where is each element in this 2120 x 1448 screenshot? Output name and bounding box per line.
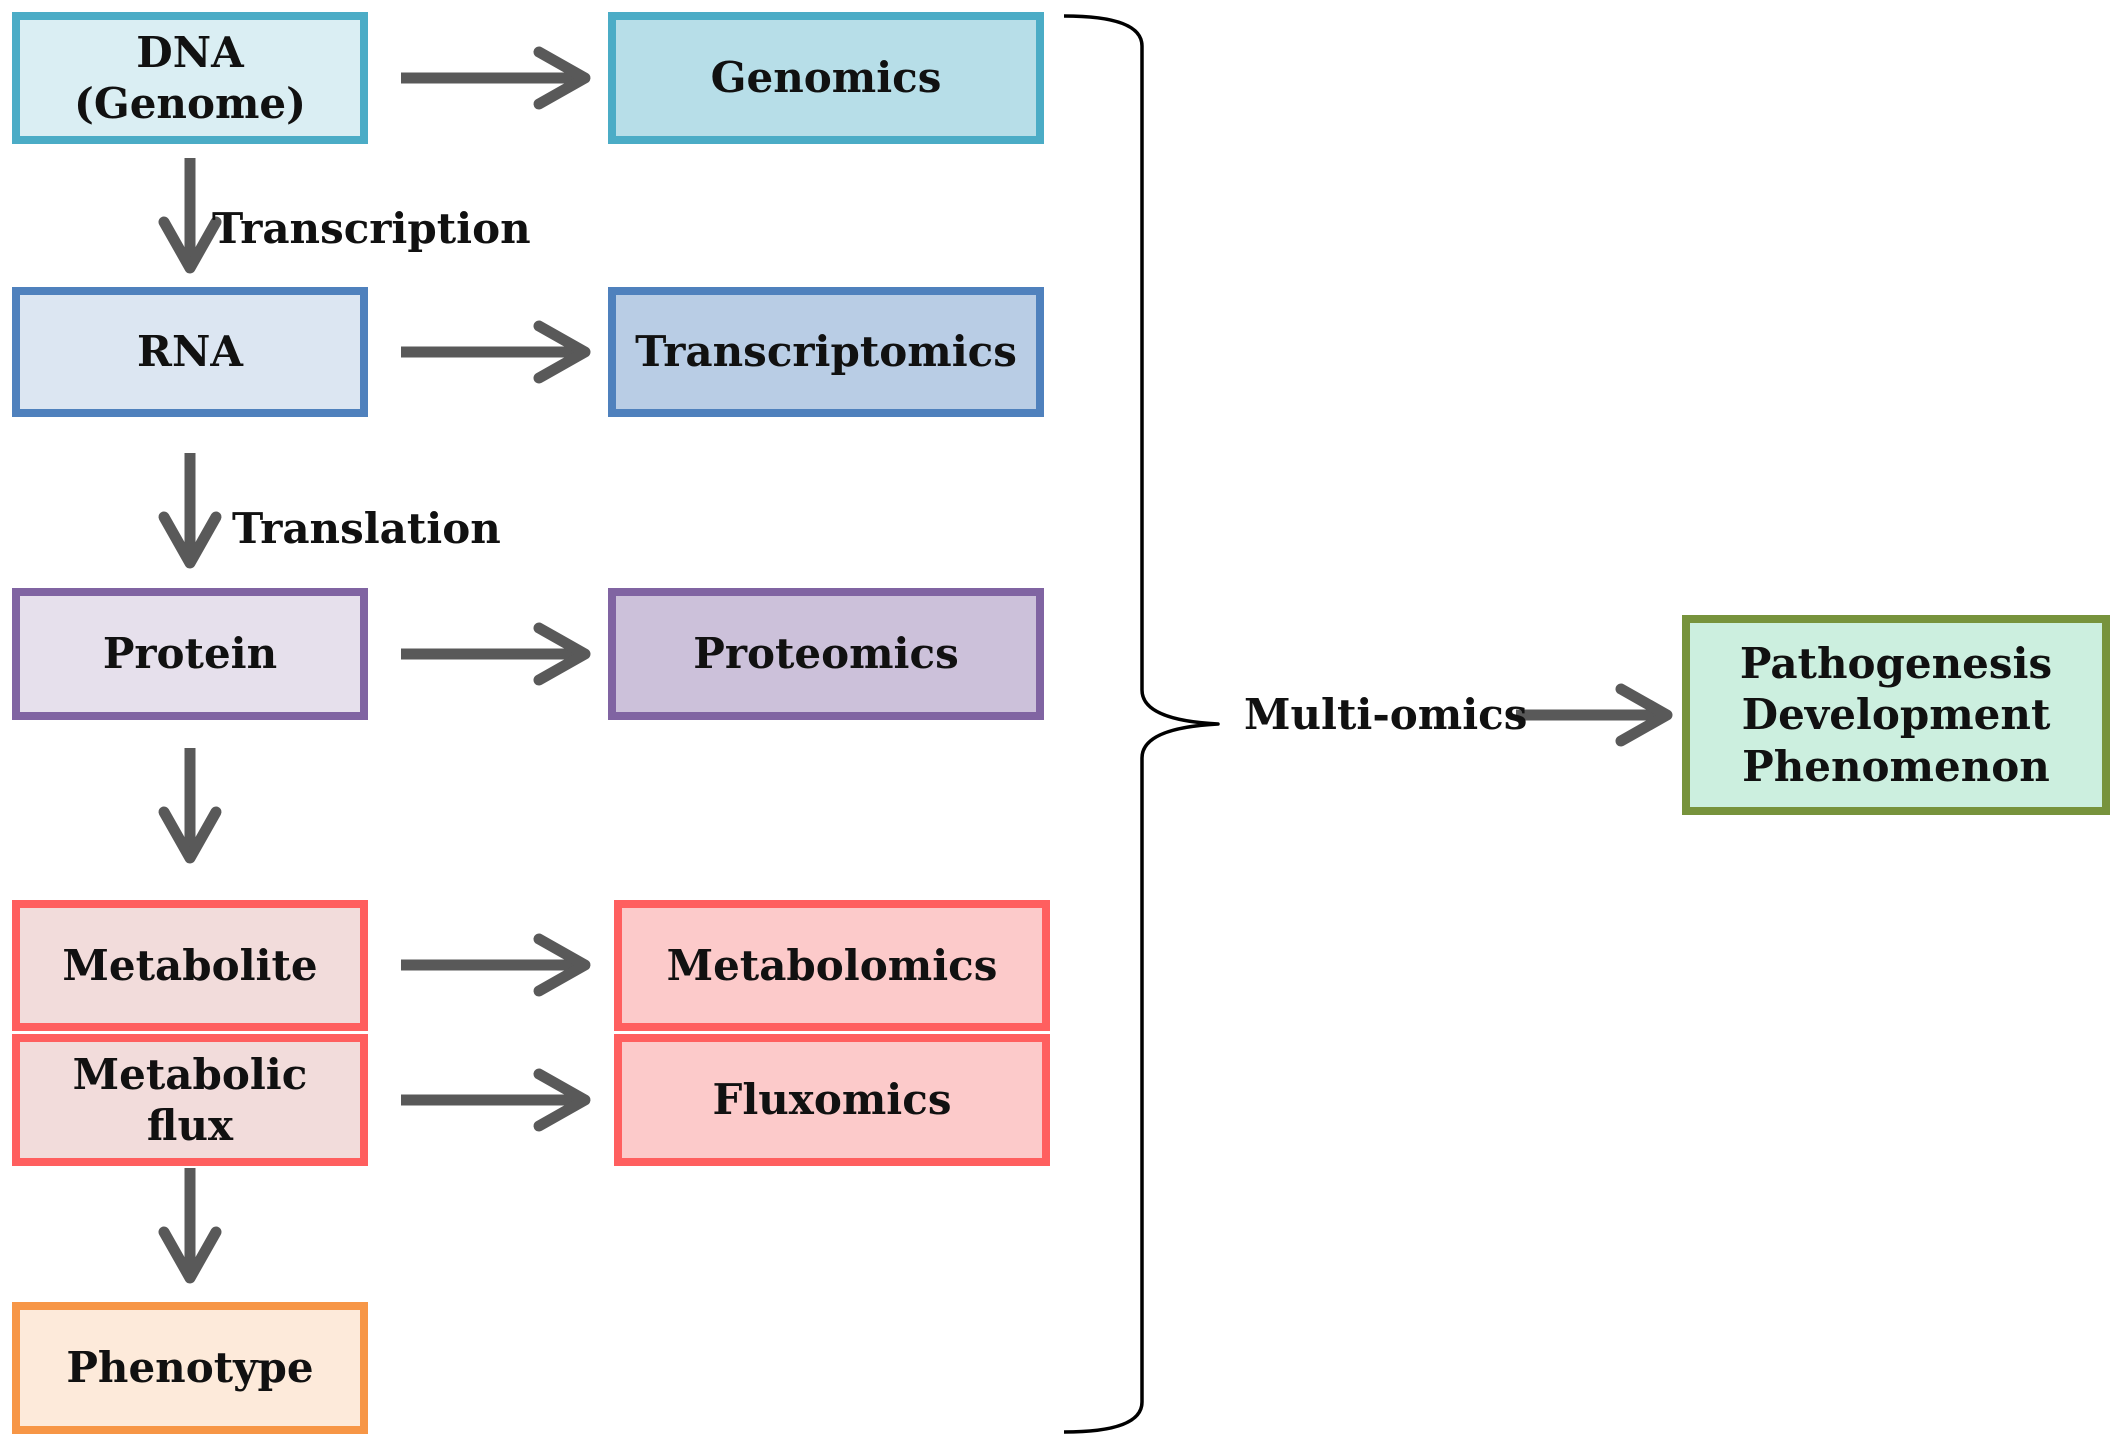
translation-label: Translation [232,504,501,553]
arrow-protein-to-proteomics [401,622,591,686]
metabolomics-label: Metabolomics [666,940,998,990]
rna-label: RNA [137,327,243,377]
arrow-flux-to-fluxomics [401,1068,591,1132]
phenotype-box: Phenotype [12,1302,368,1434]
metabolic-flux-label: Metabolic flux [72,1049,308,1150]
transcriptomics-box: Transcriptomics [608,287,1044,417]
rna-box: RNA [12,287,368,417]
arrow-flux-to-phenotype [158,1168,222,1284]
arrow-multiomics-to-outcome [1516,683,1673,747]
multi-omics-label: Multi-omics [1244,690,1528,739]
metabolite-label: Metabolite [62,940,318,990]
dna-box: DNA (Genome) [12,12,368,144]
outcome-label: Pathogenesis Development Phenomenon [1739,639,2053,791]
protein-label: Protein [102,629,278,679]
proteomics-label: Proteomics [693,629,959,679]
arrow-metabolite-to-metabolomics [401,933,591,997]
protein-box: Protein [12,588,368,720]
dna-label: DNA (Genome) [73,27,307,128]
arrow-protein-to-metabolite [158,748,222,864]
metabolomics-box: Metabolomics [614,900,1050,1031]
genomics-box: Genomics [608,12,1044,144]
multi-omics-brace [1063,14,1220,1434]
fluxomics-label: Fluxomics [712,1075,952,1125]
transcriptomics-label: Transcriptomics [635,327,1017,377]
arrow-rna-to-transcriptomics [401,320,591,384]
transcription-label: Transcription [212,204,531,253]
proteomics-box: Proteomics [608,588,1044,720]
outcome-box: Pathogenesis Development Phenomenon [1682,615,2110,815]
arrow-transcription [158,158,222,274]
metabolic-flux-box: Metabolic flux [12,1034,368,1166]
fluxomics-box: Fluxomics [614,1034,1050,1166]
genomics-label: Genomics [710,53,942,103]
phenotype-label: Phenotype [66,1343,314,1393]
arrow-translation [158,453,222,569]
metabolite-box: Metabolite [12,900,368,1031]
arrow-dna-to-genomics [401,46,591,110]
